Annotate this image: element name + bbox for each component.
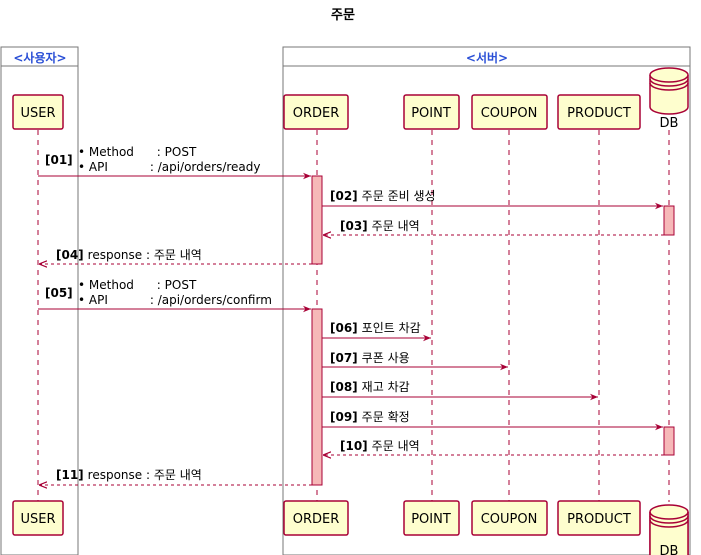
user-box-title: <사용자> [13, 50, 66, 65]
message-08-text: 재고 차감 [362, 380, 410, 394]
message-11-number: [11] [56, 468, 84, 482]
message-02-text: 주문 준비 생성 [362, 189, 436, 203]
participants-bottom: USER ORDER POINT COUPON PRODUCT DB [12, 500, 689, 555]
message-09: [09] 주문 확정 [322, 410, 663, 431]
participant-product-bottom[interactable]: PRODUCT [557, 500, 641, 536]
db-activation-2 [663, 426, 675, 456]
svg-text:[10]주문 내역: [10] 주문 내역 [340, 439, 420, 453]
message-05-line-1: • Method : POST [78, 278, 197, 292]
participant-db-label-bottom: DB [660, 544, 679, 555]
message-11-text: response : 주문 내역 [88, 468, 202, 482]
message-04-number: [04] [56, 248, 84, 262]
message-06: [06] 포인트 차감 [322, 321, 431, 342]
message-07-number: [07] [330, 351, 358, 365]
svg-text:[04]response : 주문 내역: [04] response : 주문 내역 [56, 248, 202, 262]
participant-product-top[interactable]: PRODUCT [557, 94, 641, 130]
participant-coupon-top[interactable]: COUPON [471, 94, 548, 130]
message-03: [03] 주문 내역 [323, 219, 664, 235]
message-01-line-2: • API : /api/orders/ready [78, 160, 261, 174]
participant-user-top[interactable]: USER [12, 94, 64, 130]
participant-coupon-bottom[interactable]: COUPON [471, 500, 548, 536]
participant-order-label: ORDER [293, 106, 340, 121]
svg-text:[07]쿠폰 사용: [07] 쿠폰 사용 [330, 351, 410, 365]
message-07: [07] 쿠폰 사용 [322, 351, 508, 371]
message-10-number: [10] [340, 439, 368, 453]
activations [311, 175, 675, 486]
order-activation-2 [311, 308, 323, 486]
participant-order-label-bottom: ORDER [293, 512, 340, 527]
db-database-icon-bottom[interactable]: DB [649, 504, 689, 555]
message-06-text: 포인트 차감 [362, 321, 421, 335]
message-02-number: [02] [330, 189, 358, 203]
user-box: <사용자> [0, 46, 79, 555]
message-05: [05] • Method : POST • API : /api/orders… [38, 278, 311, 313]
message-05-line-2: • API : /api/orders/confirm [78, 293, 272, 307]
message-02: [02] 주문 준비 생성 [322, 189, 663, 210]
message-04: [04] response : 주문 내역 [39, 248, 312, 264]
participant-db-label: DB [660, 116, 679, 131]
participants-top: USER ORDER POINT COUPON PRODUCT DB [12, 67, 689, 131]
svg-text:[11]response : 주문 내역: [11] response : 주문 내역 [56, 468, 202, 482]
message-11: [11] response : 주문 내역 [39, 468, 312, 485]
svg-text:[09]주문 확정: [09] 주문 확정 [330, 410, 410, 424]
message-09-number: [09] [330, 410, 358, 424]
participant-coupon-label-bottom: COUPON [481, 512, 538, 527]
participant-point-label: POINT [411, 106, 451, 121]
participant-point-label-bottom: POINT [411, 512, 451, 527]
message-05-number: [05] [45, 286, 73, 300]
message-08: [08] 재고 차감 [322, 380, 598, 401]
message-09-text: 주문 확정 [362, 410, 410, 424]
message-01-number: [01] [45, 153, 73, 167]
message-01-line-1: • Method : POST [78, 145, 197, 159]
participant-point-bottom[interactable]: POINT [403, 500, 460, 536]
message-10: [10] 주문 내역 [323, 439, 664, 455]
svg-text:[05]: [05] [45, 286, 73, 300]
svg-text:[03]주문 내역: [03] 주문 내역 [340, 219, 420, 233]
message-06-number: [06] [330, 321, 358, 335]
message-04-text: response : 주문 내역 [88, 248, 202, 262]
message-01: [01] • Method : POST • API : /api/orders… [38, 145, 311, 180]
message-10-text: 주문 내역 [372, 439, 420, 453]
svg-text:[01]: [01] [45, 153, 73, 167]
svg-text:[02]주문 준비 생성: [02] 주문 준비 생성 [330, 189, 436, 203]
message-03-text: 주문 내역 [372, 219, 420, 233]
diagram-title: 주문 [331, 8, 355, 23]
participant-point-top[interactable]: POINT [403, 94, 460, 130]
participant-order-top[interactable]: ORDER [283, 94, 349, 130]
participant-user-label-bottom: USER [20, 512, 55, 527]
server-box: <서버> [282, 46, 691, 555]
participant-user-bottom[interactable]: USER [12, 500, 64, 536]
participant-product-label: PRODUCT [567, 106, 631, 121]
svg-text:[08]재고 차감: [08] 재고 차감 [330, 380, 410, 394]
participant-order-bottom[interactable]: ORDER [283, 500, 349, 536]
message-03-number: [03] [340, 219, 368, 233]
message-08-number: [08] [330, 380, 358, 394]
messages: [01] • Method : POST • API : /api/orders… [38, 145, 664, 485]
participant-product-label-bottom: PRODUCT [567, 512, 631, 527]
db-activation-1 [663, 205, 675, 236]
order-activation-1 [311, 175, 323, 265]
server-box-title: <서버> [466, 50, 508, 65]
db-database-icon-top[interactable]: DB [649, 67, 689, 131]
message-07-text: 쿠폰 사용 [362, 351, 410, 365]
participant-coupon-label: COUPON [481, 106, 538, 121]
svg-text:[06]포인트 차감: [06] 포인트 차감 [330, 321, 421, 335]
participant-user-label: USER [20, 106, 55, 121]
